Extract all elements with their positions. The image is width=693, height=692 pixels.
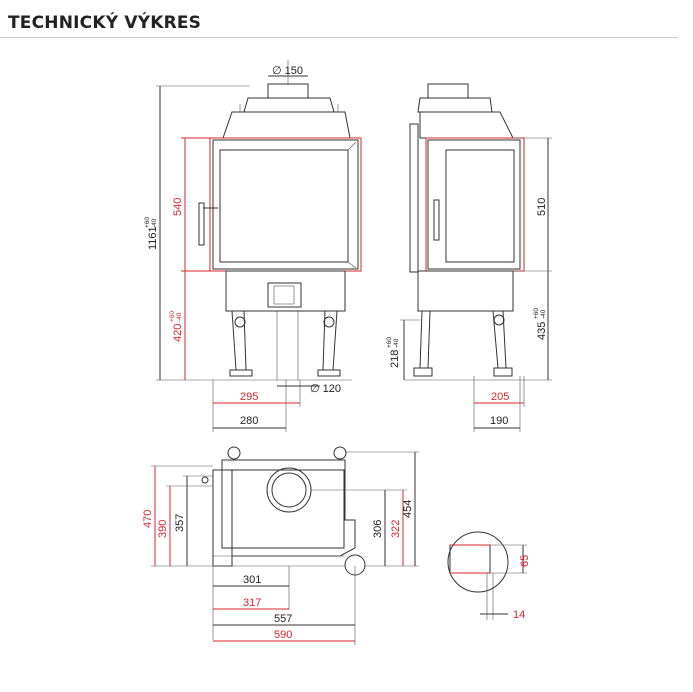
side-view bbox=[400, 83, 552, 432]
front-leg-left bbox=[231, 310, 247, 371]
front-bottom-tol-plus: +60 bbox=[169, 311, 176, 322]
front-door-frame bbox=[212, 139, 359, 270]
side-back-plate bbox=[409, 123, 419, 273]
side-depth-black-label: 190 bbox=[490, 415, 508, 427]
top-inner bbox=[231, 469, 345, 549]
front-hood bbox=[222, 111, 351, 139]
side-flue-pipe bbox=[427, 83, 469, 99]
front-total-height-tol-plus: +60 bbox=[144, 217, 151, 228]
side-bottom-tol-plus: +60 bbox=[533, 308, 540, 319]
front-glass-height-label: 540 bbox=[172, 198, 184, 216]
front-total-height-label: 1161 bbox=[147, 226, 159, 250]
front-width-red-label: 295 bbox=[240, 391, 258, 403]
top-view bbox=[151, 446, 419, 645]
top-flue-outer bbox=[266, 467, 312, 513]
top-bottom-301-label: 301 bbox=[243, 574, 261, 586]
top-flue-inner bbox=[271, 472, 307, 508]
detail-height-label: 65 bbox=[519, 555, 531, 567]
side-depth-red-label: 205 bbox=[491, 391, 509, 403]
header-divider bbox=[0, 37, 678, 38]
side-glass bbox=[445, 149, 515, 263]
front-hood-top bbox=[243, 97, 335, 113]
top-right-306-label: 306 bbox=[372, 520, 384, 538]
front-flue-diameter-label: ∅ 150 bbox=[272, 65, 303, 77]
front-inlet-diameter-label: ∅ 120 bbox=[310, 383, 341, 395]
side-handle bbox=[433, 199, 440, 241]
side-door-frame bbox=[427, 139, 521, 270]
front-total-height-tol-minus: -40 bbox=[151, 218, 158, 228]
top-left-470-label: 470 bbox=[142, 510, 154, 528]
page-title: TECHNICKÝ VÝKRES bbox=[8, 13, 202, 33]
front-lower-body bbox=[225, 270, 346, 312]
top-right-322-label: 322 bbox=[390, 520, 402, 538]
side-bottom-height-label: 435 bbox=[536, 322, 548, 340]
top-left-390-label: 390 bbox=[157, 520, 169, 538]
front-leg-right bbox=[322, 310, 338, 371]
side-leg-tol-minus: -40 bbox=[393, 338, 400, 348]
front-handle bbox=[198, 202, 205, 246]
front-bottom-tol-minus: -40 bbox=[176, 312, 183, 322]
side-leg-height-label: 218 bbox=[389, 350, 401, 368]
side-leg-tol-plus: +60 bbox=[386, 337, 393, 348]
front-flue-pipe bbox=[267, 83, 309, 99]
side-glass-outline bbox=[425, 137, 525, 272]
top-bottom-590-label: 590 bbox=[274, 629, 292, 641]
top-body bbox=[221, 459, 356, 557]
side-hood bbox=[419, 111, 514, 139]
page-header: TECHNICKÝ VÝKRES bbox=[0, 0, 693, 40]
front-glass-outline bbox=[209, 137, 362, 272]
detail-view bbox=[447, 531, 527, 620]
front-width-black-label: 280 bbox=[240, 415, 258, 427]
top-bottom-557-label: 557 bbox=[274, 613, 292, 625]
side-glass-height-label: 510 bbox=[536, 198, 548, 216]
top-bottom-317-label: 317 bbox=[243, 597, 261, 609]
front-air-inlet bbox=[267, 282, 302, 308]
side-lower-body bbox=[417, 270, 514, 312]
side-bottom-tol-minus: -40 bbox=[540, 309, 547, 319]
top-left-357-label: 357 bbox=[174, 514, 186, 532]
detail-circle bbox=[447, 531, 509, 593]
front-glass bbox=[219, 149, 349, 263]
detail-width-label: 14 bbox=[513, 609, 525, 621]
front-bottom-height-label: 420 bbox=[172, 324, 184, 342]
top-right-454-label: 454 bbox=[402, 500, 414, 518]
front-view bbox=[156, 60, 362, 432]
